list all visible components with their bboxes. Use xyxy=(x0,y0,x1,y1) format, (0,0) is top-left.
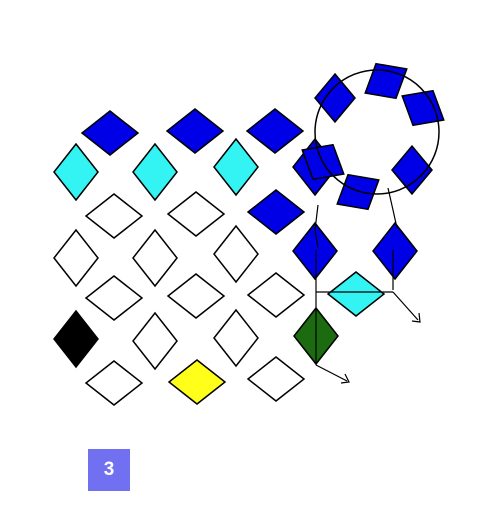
tile-blue[interactable] xyxy=(80,110,140,156)
tile-blue[interactable] xyxy=(372,221,418,281)
tile-black[interactable] xyxy=(53,309,99,369)
tile-blue[interactable] xyxy=(246,189,306,235)
tile-blue[interactable] xyxy=(165,108,225,154)
tiles-layer xyxy=(53,62,454,406)
arrow-icon[interactable] xyxy=(392,291,421,323)
tile-white[interactable] xyxy=(132,228,178,288)
tile-cyan[interactable] xyxy=(213,137,259,197)
tile-white[interactable] xyxy=(213,224,259,284)
arrow-icon[interactable] xyxy=(315,364,350,384)
tile-white[interactable] xyxy=(213,308,259,368)
tile-white[interactable] xyxy=(132,311,178,371)
ring-tile-blue[interactable] xyxy=(392,79,454,138)
ring-tile-blue[interactable] xyxy=(391,144,433,196)
ring-tile-group xyxy=(391,144,433,196)
tile-white[interactable] xyxy=(246,356,306,402)
rotation-circle xyxy=(314,69,440,195)
tile-white[interactable] xyxy=(166,191,226,237)
tile-white[interactable] xyxy=(53,228,99,288)
guide-line xyxy=(314,204,319,249)
tile-white[interactable] xyxy=(84,275,144,321)
tile-white[interactable] xyxy=(84,360,144,406)
tile-cyan[interactable] xyxy=(326,271,386,317)
level-number-badge: 3 xyxy=(88,449,130,491)
ring-tile-group xyxy=(392,79,454,138)
rotation-guides xyxy=(314,69,440,384)
tile-white[interactable] xyxy=(166,273,226,319)
tile-blue[interactable] xyxy=(245,108,305,154)
guide-line xyxy=(387,187,398,229)
tile-white[interactable] xyxy=(84,193,144,239)
tile-cyan[interactable] xyxy=(53,142,99,202)
ring-tile-blue[interactable] xyxy=(314,72,356,124)
tile-yellow[interactable] xyxy=(167,359,227,405)
tile-blue[interactable] xyxy=(292,221,338,281)
ring-tile-group xyxy=(314,72,356,124)
tile-cyan[interactable] xyxy=(132,142,178,202)
tile-white[interactable] xyxy=(246,272,306,318)
level-number: 3 xyxy=(103,459,115,480)
